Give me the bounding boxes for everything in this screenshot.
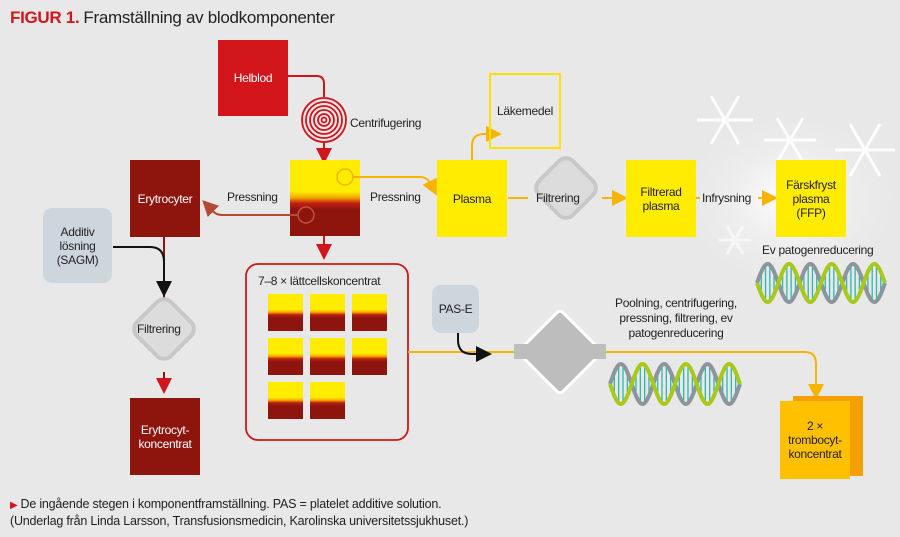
dna-strand <box>755 261 887 305</box>
trombocyt-count: 2 × <box>806 419 824 433</box>
filter-diamond-icon <box>132 297 196 361</box>
figure-heading: Framställning av blodkomponenter <box>83 8 335 27</box>
node-trombocytkoncentrat: 2 × trombocyt-koncentrat <box>780 401 850 479</box>
lattcell-unit <box>310 382 345 419</box>
label-centrifugering: Centrifugering <box>350 116 422 130</box>
snowflake-icon <box>697 95 895 255</box>
dna-strand <box>608 361 742 407</box>
label-lattcellskoncentrat: 7–8 × lättcellskoncentrat <box>258 274 381 288</box>
trombocyt-label: trombocyt-koncentrat <box>788 433 842 461</box>
node-lakemedel: Läkemedel <box>489 73 561 149</box>
figure-number: FIGUR 1. <box>10 8 80 27</box>
node-plasma: Plasma <box>437 160 507 237</box>
separated-blood-bag <box>290 160 360 236</box>
lattcell-unit <box>268 294 303 331</box>
figure-title: FIGUR 1.Framställning av blodkomponenter <box>10 8 335 28</box>
label-pooling-steps: Poolning, centrifugering, pressning, fil… <box>615 296 737 340</box>
label-ev-patogenreducering-ffp: Ev patogenreducering <box>762 243 874 257</box>
label-filtrering-ery: Filtrering <box>137 322 181 336</box>
filter-diamond-icon <box>534 156 598 220</box>
lattcell-unit <box>268 382 303 419</box>
node-ffp: Färskfryst plasma (FFP) <box>776 160 846 237</box>
pooling-diamond-icon <box>514 309 606 395</box>
caption-line-2: (Underlag från Linda Larsson, Transfusio… <box>10 514 469 528</box>
lattcell-unit <box>352 338 387 375</box>
node-filtrerad-plasma: Filtrerad plasma <box>626 160 696 237</box>
node-helblod: Helblod <box>218 40 288 116</box>
label-filtrering-plasma: Filtrering <box>536 191 580 205</box>
node-erytrocyter: Erytrocyter <box>130 160 200 237</box>
label-pressning-right: Pressning <box>370 190 421 204</box>
dna-helix-icon <box>755 261 887 305</box>
node-pas-e: PAS-E <box>432 285 479 333</box>
caption-bullet-icon: ▶ <box>10 500 18 511</box>
caption-text-1: De ingående stegen i komponentframställn… <box>20 497 442 511</box>
lattcell-unit <box>310 338 345 375</box>
lattcell-unit <box>268 338 303 375</box>
caption-line-1: ▶De ingående stegen i komponentframställ… <box>10 497 442 511</box>
node-erytrocytkoncentrat: Erytrocyt-koncentrat <box>130 398 200 475</box>
lattcell-unit <box>352 294 387 331</box>
label-pressning-left: Pressning <box>227 190 278 204</box>
dna-helix-icon <box>608 361 742 407</box>
lattcell-unit <box>310 294 345 331</box>
label-infrysning: Infrysning <box>702 191 752 205</box>
node-additiv-losning: Additiv lösning (SAGM) <box>43 208 112 283</box>
spiral-centrifuge-icon <box>301 97 347 143</box>
